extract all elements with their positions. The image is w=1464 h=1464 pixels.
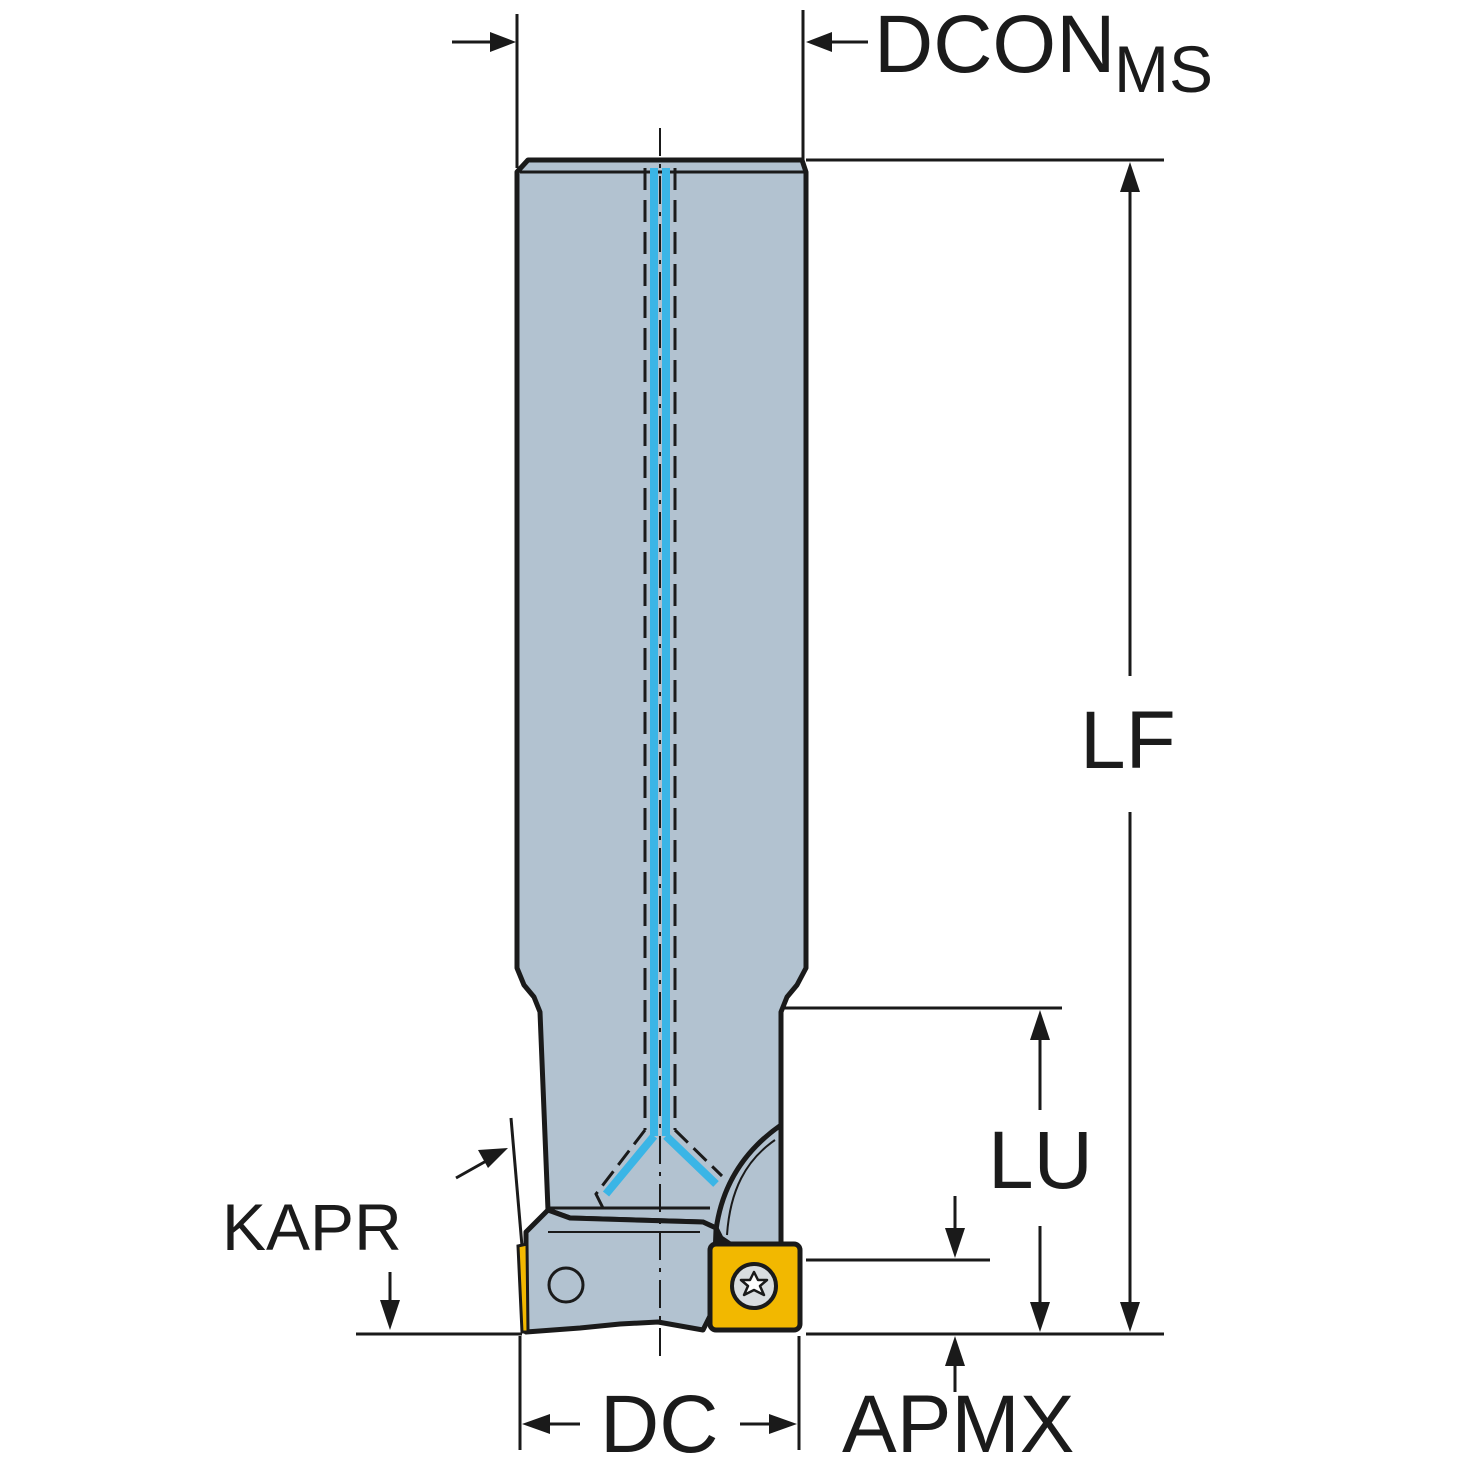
chip-gullet-inner xyxy=(726,1139,776,1236)
chip-gullet-curve xyxy=(710,1122,783,1311)
neck-step-left xyxy=(532,996,542,1013)
dc-label: DC xyxy=(600,1379,718,1464)
lu-label: LU xyxy=(988,1115,1093,1206)
dcon-subscript: MS xyxy=(1114,32,1213,106)
coolant-channel xyxy=(594,168,724,1215)
apmx-label: APMX xyxy=(842,1379,1074,1464)
torx-screw-icon xyxy=(730,1262,778,1310)
kapr-label: KAPR xyxy=(222,1190,402,1264)
lf-label: LF xyxy=(1080,695,1176,786)
left-insert xyxy=(516,1242,530,1334)
tool-body xyxy=(514,157,809,1247)
dcon-label: DCON xyxy=(874,0,1115,90)
hole-icon xyxy=(547,1266,585,1304)
dimension-lines xyxy=(356,10,1164,1450)
